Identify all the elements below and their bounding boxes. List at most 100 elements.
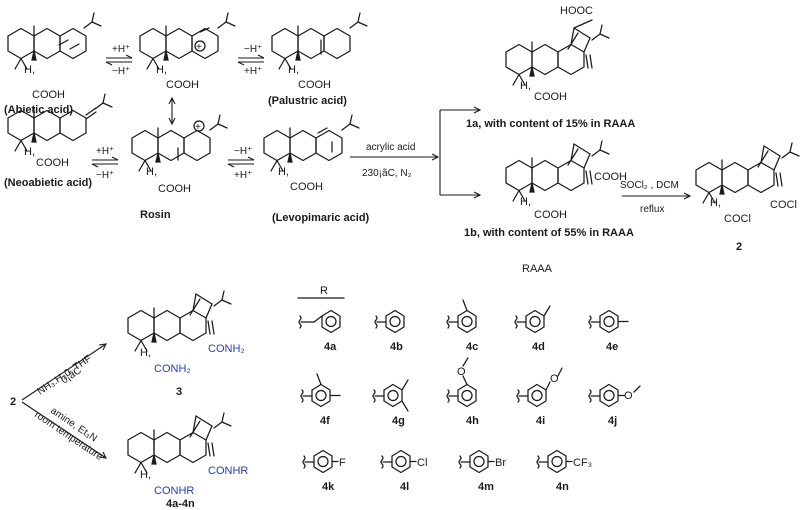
r-4b <box>374 309 405 334</box>
r-4n-cf3: CF₃ <box>573 457 592 469</box>
cation1-h: H, <box>156 64 167 76</box>
eq2-minus-h: −H⁺ <box>244 44 262 55</box>
equilibrium-arrows-3 <box>91 156 119 168</box>
label-4a: 4a <box>324 341 337 353</box>
label-2: 2 <box>736 241 742 253</box>
r-4h-o: O <box>457 366 466 378</box>
palustric-cooh: COOH <box>298 79 331 91</box>
product-3-structure <box>128 290 232 351</box>
product-4-structure <box>128 412 232 473</box>
resonance-arrow <box>168 96 176 126</box>
p1b-cooh-1: COOH <box>594 171 627 183</box>
p1a-h: H, <box>520 80 531 92</box>
abietic-acid-structure <box>7 12 102 70</box>
neoabietic-cooh: COOH <box>36 157 69 169</box>
cation-plus-1: + <box>196 42 202 53</box>
equilibrium-arrows-2 <box>237 54 265 66</box>
eq1-plus-h: +H⁺ <box>112 44 130 55</box>
carbocation-top-structure <box>139 12 236 70</box>
label-4d: 4d <box>532 341 545 353</box>
cation2-cooh: COOH <box>158 183 191 195</box>
p2-cocl-1: COCl <box>770 199 797 211</box>
label-4a-4n: 4a-4n <box>166 498 195 510</box>
conditions-reflux: reflux <box>640 204 664 215</box>
label-abietic-acid: (Abietic acid) <box>4 104 73 116</box>
r-4j-o: O <box>624 390 633 402</box>
reaction-arrow-2 <box>622 192 692 200</box>
r-4n <box>536 449 573 474</box>
p1b-cooh-2: COOH <box>534 209 567 221</box>
carbocation-middle-structure <box>131 114 228 172</box>
label-4i: 4i <box>536 415 545 427</box>
r-4k <box>302 449 339 474</box>
p2-cocl-2: COCl <box>724 213 751 225</box>
product-2-structure <box>696 142 800 203</box>
label-1a: 1a, with content of 15% in RAAA <box>466 118 635 130</box>
label-4n: 4n <box>556 481 569 493</box>
label-4c: 4c <box>466 341 478 353</box>
equilibrium-arrows-1 <box>105 54 133 66</box>
label-4l: 4l <box>400 481 409 493</box>
p4-conhr-1: CONHR <box>208 465 248 477</box>
conditions-230c: 230¡ãC, N₂ <box>362 168 412 179</box>
p4-h: H, <box>140 469 151 481</box>
palustric-h: H, <box>288 64 299 76</box>
branch-arrows <box>439 106 482 199</box>
r-4k-f: F <box>339 457 346 469</box>
r-4e <box>588 309 629 334</box>
label-1b: 1b, with content of 55% in RAAA <box>464 227 634 239</box>
abietic-cooh: COOH <box>32 89 65 101</box>
neoabietic-acid-structure <box>7 93 113 152</box>
r-4a <box>298 309 341 334</box>
label-3: 3 <box>176 386 182 398</box>
r-4l <box>380 449 417 474</box>
r-4m <box>458 449 495 474</box>
r-4l-cl: Cl <box>417 457 427 469</box>
label-4j: 4j <box>608 415 617 427</box>
amidation-start-2: 2 <box>10 396 16 408</box>
cation1-cooh: COOH <box>166 79 199 91</box>
label-rosin: Rosin <box>140 209 171 221</box>
p3-conh2-1: CONH₂ <box>208 343 245 355</box>
p1b-h: H, <box>520 196 531 208</box>
eq3-minus-h: −H⁺ <box>96 170 114 181</box>
abietic-h: H, <box>24 64 35 76</box>
cation-charge-2 <box>193 120 205 132</box>
eq1-minus-h: −H⁺ <box>112 66 130 77</box>
label-4e: 4e <box>606 341 618 353</box>
r-4f <box>300 373 341 408</box>
neoabietic-h: H, <box>24 146 35 158</box>
amidation-arrows <box>21 343 107 459</box>
r-header: R <box>320 285 328 297</box>
r-4i-o: O <box>550 373 559 385</box>
label-levopimaric-acid: (Levopimaric acid) <box>272 212 370 224</box>
product-1a-structure <box>506 19 610 85</box>
p1a-cooh: COOH <box>534 91 567 103</box>
equilibrium-arrows-4 <box>227 156 255 168</box>
eq2-plus-h: +H⁺ <box>244 66 262 77</box>
label-neoabietic-acid: (Neoabietic acid) <box>4 177 92 189</box>
eq4-plus-h: +H⁺ <box>234 170 252 181</box>
cation2-h: H, <box>146 166 157 178</box>
levopimaric-acid-structure <box>263 114 360 172</box>
reagent-acrylic-acid: acrylic acid <box>366 142 415 153</box>
cation-charge-1 <box>194 40 206 52</box>
r-4h <box>446 357 477 408</box>
label-palustric-acid: (Palustric acid) <box>268 95 347 107</box>
palustric-acid-structure <box>271 12 368 70</box>
p3-h: H, <box>140 347 151 359</box>
reagent-socl2: SOCl₂ , DCM <box>620 180 679 191</box>
label-4k: 4k <box>322 481 335 493</box>
levopimaric-cooh: COOH <box>290 181 323 193</box>
p3-conh2-2: CONH₂ <box>154 363 191 375</box>
p1a-hooc: HOOC <box>560 5 593 17</box>
r-4c <box>446 299 477 334</box>
r-4i <box>516 367 563 408</box>
label-4m: 4m <box>478 481 494 493</box>
r-4m-br: Br <box>495 457 506 469</box>
r-4g <box>372 379 409 412</box>
p4-conhr-2: CONHR <box>154 485 194 497</box>
label-4f: 4f <box>320 415 330 427</box>
